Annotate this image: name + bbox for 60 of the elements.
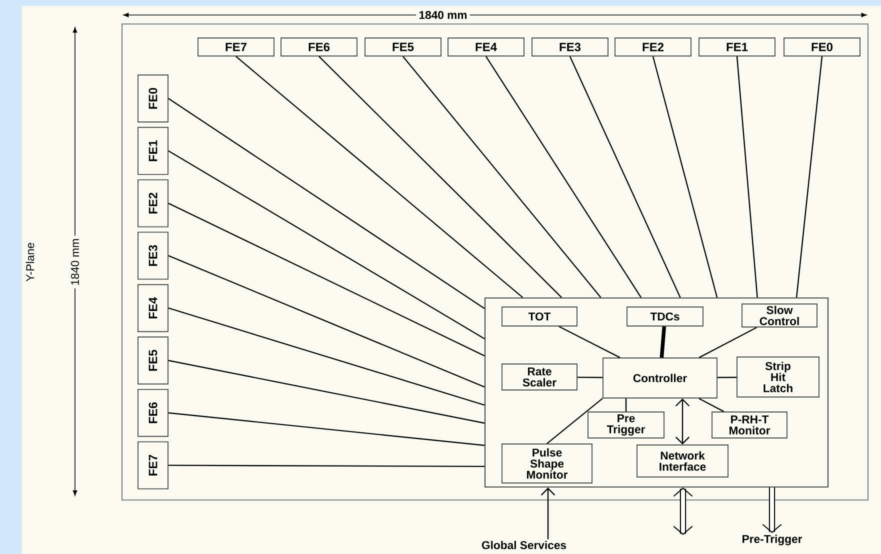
front-end-box: FE4: [448, 38, 524, 56]
connector-line: [660, 326, 666, 358]
connector-line: [569, 56, 681, 298]
electronics-box: [484, 297, 829, 488]
front-end-box: FE0: [138, 74, 168, 122]
connector-line: [736, 56, 758, 298]
connector-line: [168, 360, 485, 424]
arrow: [540, 488, 556, 540]
connector-line: [168, 255, 485, 388]
module-box: Pre Trigger: [588, 412, 664, 438]
front-end-box: FE4: [138, 284, 168, 332]
connector-line: [168, 464, 484, 468]
connector-line: [558, 326, 620, 358]
connector-line: [168, 98, 485, 309]
connector-line: [698, 326, 757, 358]
front-end-box: FE5: [138, 336, 168, 384]
module-box: Strip Hit Latch: [736, 356, 820, 398]
connector-line: [717, 376, 737, 378]
front-end-box: FE7: [138, 441, 168, 490]
connector-line: [698, 398, 724, 412]
module-box: Rate Scaler: [502, 364, 578, 390]
connector-line: [652, 56, 718, 298]
front-end-box: FE2: [614, 38, 692, 56]
front-end-box: FE3: [138, 232, 168, 280]
module-box: Slow Control: [742, 304, 818, 328]
front-end-box: FE1: [138, 126, 168, 175]
front-end-box: FE2: [138, 179, 168, 228]
hollow-arrow: [762, 488, 782, 534]
front-end-box: FE5: [364, 38, 442, 56]
module-box: P-RH-T Monitor: [712, 412, 788, 438]
dimension-label: 1840 mm: [68, 236, 82, 288]
hollow-arrow: [673, 488, 693, 535]
front-end-box: FE7: [198, 38, 274, 56]
arrow: [675, 398, 690, 445]
connector-line: [236, 56, 524, 298]
connector-line: [486, 56, 642, 298]
dimension-label: 1840 mm: [416, 8, 470, 22]
connector-line: [402, 56, 602, 298]
module-box: Network Interface: [636, 444, 728, 478]
connector-line: [168, 412, 485, 446]
connector-line: [625, 398, 627, 412]
front-end-box: FE6: [138, 388, 168, 437]
module-box: TOT: [502, 306, 578, 326]
front-end-box: FE0: [784, 38, 860, 56]
front-end-box: FE1: [698, 38, 776, 56]
connector-line: [796, 56, 823, 298]
front-end-box: FE3: [532, 38, 608, 56]
connector-line: [168, 308, 485, 406]
signal-label: Global Services: [482, 540, 566, 550]
connector-line: [546, 398, 603, 444]
module-box: TDCs: [626, 306, 704, 326]
connector-line: [318, 56, 562, 298]
module-box: Controller: [602, 358, 718, 398]
connector-line: [168, 202, 485, 356]
connector-line: [168, 150, 485, 340]
front-end-box: FE6: [280, 38, 358, 56]
plane-label: Y-Plane: [23, 240, 37, 284]
module-box: Pulse Shape Monitor: [502, 444, 592, 484]
signal-label: Pre-Trigger: [742, 534, 802, 546]
connector-line: [577, 376, 603, 378]
